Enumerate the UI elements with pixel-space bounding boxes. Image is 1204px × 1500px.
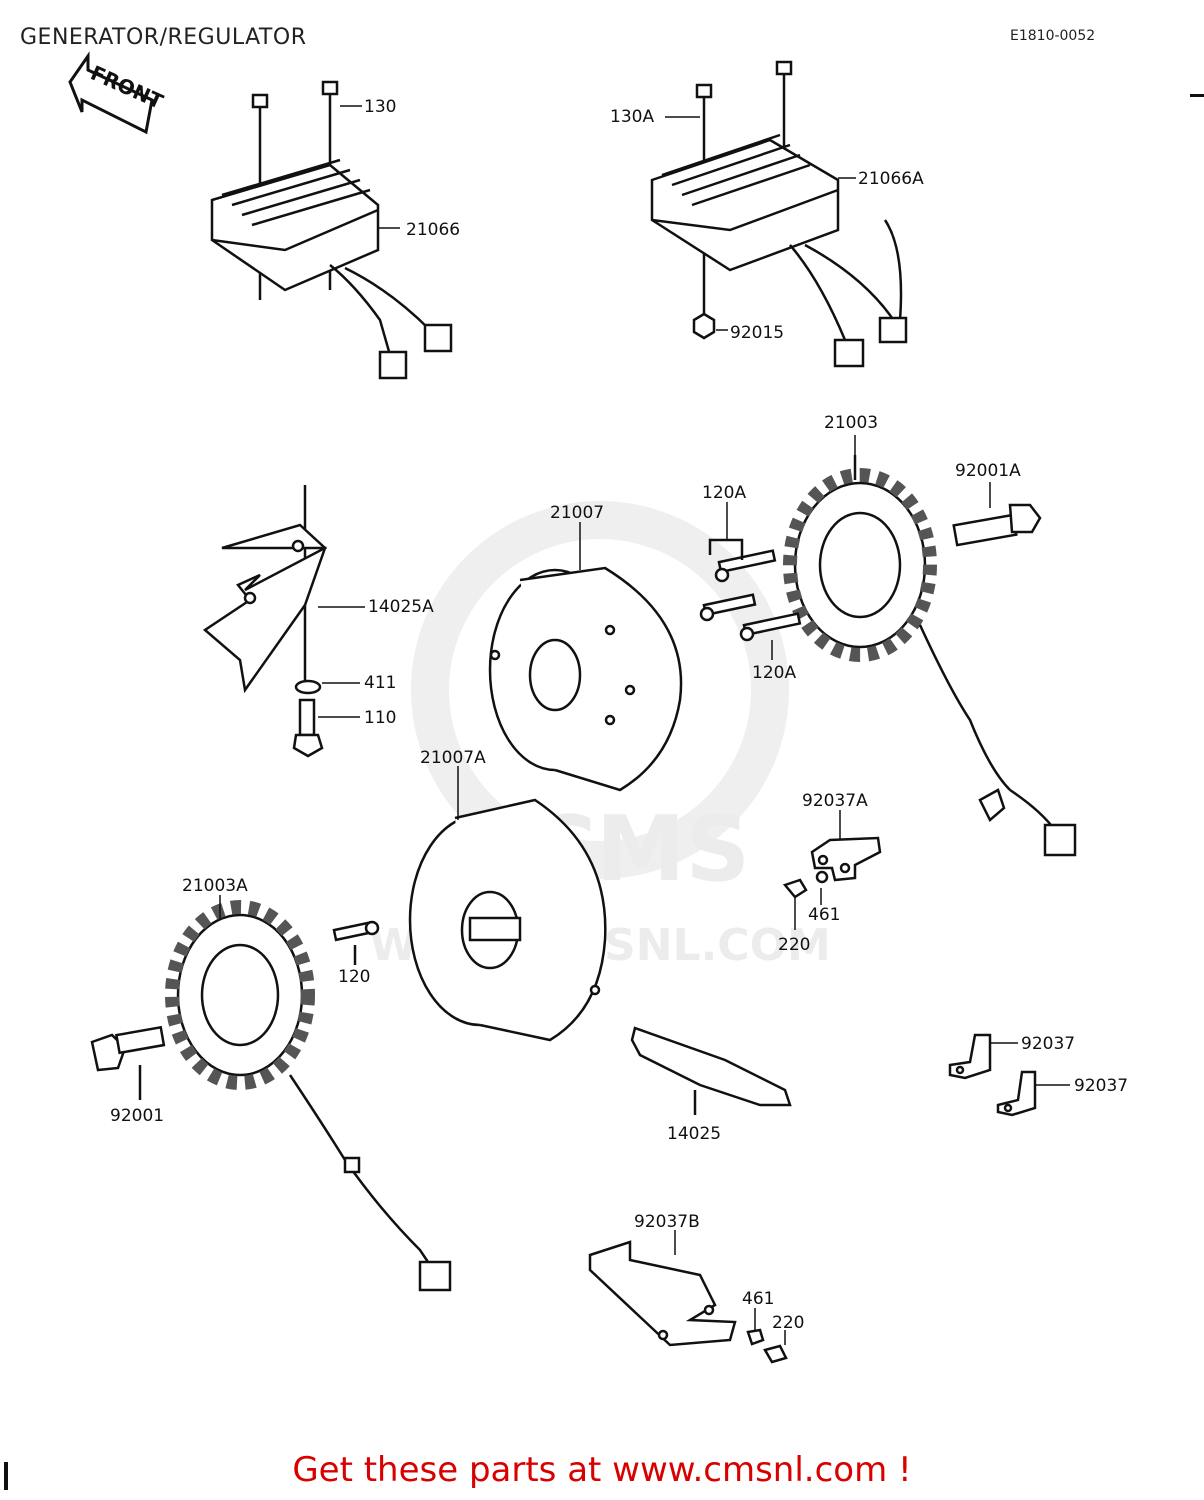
- label-120: 120: [338, 967, 370, 987]
- label-92037B: 92037B: [634, 1212, 700, 1232]
- label-92001A: 92001A: [955, 461, 1021, 481]
- bolt-120: [332, 920, 380, 965]
- cover-14025: [630, 1026, 792, 1115]
- label-21003: 21003: [824, 413, 878, 433]
- label-21007: 21007: [550, 503, 604, 523]
- label-92037A: 92037A: [802, 791, 868, 811]
- label-92015: 92015: [730, 323, 784, 343]
- label-14025: 14025: [667, 1124, 721, 1144]
- label-130A: 130A: [610, 107, 654, 127]
- label-92037-lower: 92037: [1074, 1076, 1128, 1096]
- promo-banner[interactable]: Get these parts at www.cmsnl.com !: [292, 1450, 912, 1490]
- leader-lines: [219, 105, 1070, 1345]
- label-21066: 21066: [406, 220, 460, 240]
- label-14025A: 14025A: [368, 597, 434, 617]
- stator-21003: [783, 455, 1077, 857]
- label-461-lower: 461: [742, 1289, 774, 1309]
- label-120A-top: 120A: [702, 483, 746, 503]
- page-title: GENERATOR/REGULATOR: [20, 25, 306, 50]
- label-461-upper: 461: [808, 905, 840, 925]
- label-110: 110: [364, 708, 396, 728]
- bracket-92037A: [782, 836, 882, 899]
- bracket-14025A: [202, 485, 328, 758]
- stator-21003A: [165, 900, 452, 1292]
- bolts-120A: [699, 538, 802, 642]
- label-130: 130: [364, 97, 396, 117]
- regulator-21066: [210, 80, 453, 380]
- edge-mark-left: [4, 1462, 8, 1490]
- label-411: 411: [364, 673, 396, 693]
- bracket-92037-upper: [948, 1033, 992, 1080]
- rotor-21007A: [408, 798, 607, 1042]
- rotor-21007: [488, 566, 683, 792]
- label-92001: 92001: [110, 1106, 164, 1126]
- label-21066A: 21066A: [858, 169, 924, 189]
- diagram-code: E1810-0052: [1010, 28, 1095, 44]
- bracket-92037B: [588, 1240, 788, 1364]
- label-21007A: 21007A: [420, 748, 486, 768]
- label-21003A: 21003A: [182, 876, 248, 896]
- bolt-92001: [90, 1025, 166, 1100]
- label-120A-bottom: 120A: [752, 663, 796, 683]
- label-220-upper: 220: [778, 935, 810, 955]
- label-92037-upper: 92037: [1021, 1034, 1075, 1054]
- part-labels: 130 21066 130A 21066A 92015 21003 92001A…: [110, 97, 1128, 1333]
- bracket-92037-lower: [996, 1070, 1037, 1117]
- regulator-21066A: [650, 60, 908, 368]
- edge-mark-right: [1190, 94, 1204, 97]
- label-220-lower: 220: [772, 1313, 804, 1333]
- front-arrow-icon: FRONT: [68, 51, 167, 135]
- bolt-92001A: [952, 503, 1042, 547]
